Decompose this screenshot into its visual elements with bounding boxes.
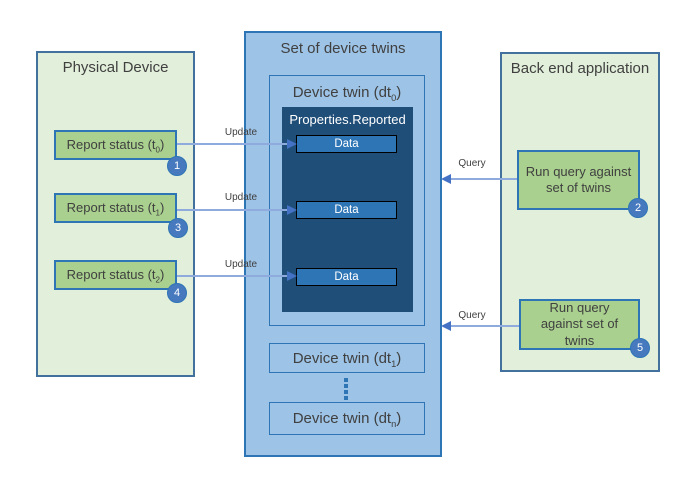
update-label-0: Update [224,127,258,138]
device-twin0-box: Device twin (dt0) [269,75,425,326]
step-badge-1: 1 [167,156,187,176]
update-arrowhead-icon-0 [287,139,297,149]
report-status-box-1: Report status (t1) [54,193,177,223]
update-arrow-line-1 [177,209,287,211]
query-arrow-line-0 [450,178,517,180]
device-twinN-box: Device twin (dtn) [269,402,425,435]
ellipsis-dot [344,384,348,388]
device-twin1-label: Device twin (dt1) [292,349,402,369]
update-arrowhead-icon-2 [287,271,297,281]
step-badge-4: 4 [167,283,187,303]
device-twin1-box: Device twin (dt1) [269,343,425,373]
data-box-2: Data [296,268,397,286]
report-status-box-0: Report status (t0) [54,130,177,160]
run-query-box-1: Run query against set of twins [519,299,640,350]
twin-set-title: Set of device twins [280,40,406,57]
ellipsis-dot [344,396,348,400]
device-twinN-label: Device twin (dtn) [292,410,402,429]
query-label-0: Query [458,158,486,169]
update-arrow-line-0 [177,143,287,145]
query-label-1: Query [458,310,486,321]
update-arrow-line-2 [177,275,287,277]
device-twin0-label: Device twin (dt0) [292,84,402,103]
update-arrowhead-icon-1 [287,205,297,215]
update-label-2: Update [224,259,258,270]
data-box-1: Data [296,201,397,219]
report-status-label-1: Report status (t1) [66,199,165,218]
ellipsis-dots [344,378,348,402]
ellipsis-dot [344,390,348,394]
step-badge-2: 2 [628,198,648,218]
report-status-box-2: Report status (t2) [54,260,177,290]
report-status-label-2: Report status (t2) [66,266,165,285]
backend-title: Back end application [510,60,650,77]
query-arrowhead-icon-1 [441,321,451,331]
query-arrow-line-1 [450,325,519,327]
run-query-box-0: Run query against set of twins [517,150,640,210]
report-status-label-0: Report status (t0) [66,136,165,155]
data-box-0: Data [296,135,397,153]
update-label-1: Update [224,192,258,203]
query-arrowhead-icon-0 [441,174,451,184]
ellipsis-dot [344,378,348,382]
properties-reported-title: Properties.Reported [289,112,406,127]
step-badge-3: 3 [168,218,188,238]
step-badge-5: 5 [630,338,650,358]
physical-device-title: Physical Device [62,59,169,76]
